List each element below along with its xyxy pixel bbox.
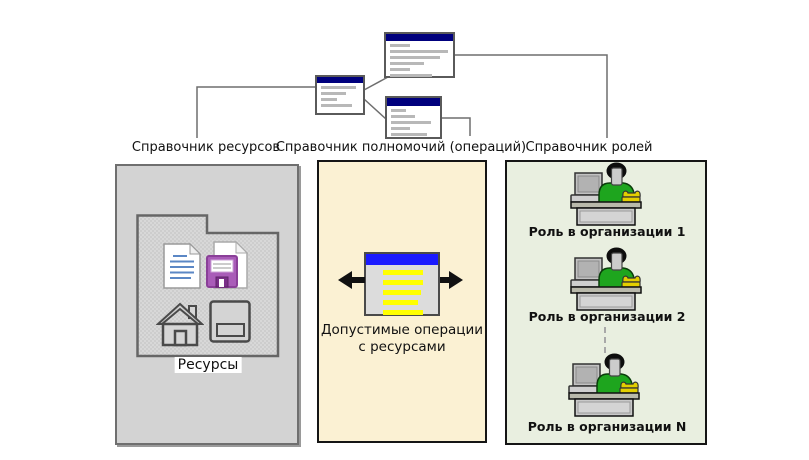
- text-line: [391, 127, 410, 130]
- text-line: [321, 86, 356, 89]
- direction-arrows: [338, 271, 463, 289]
- right-arrow-icon: [440, 271, 463, 289]
- button-icon: [209, 300, 251, 343]
- resources-caption: Ресурсы: [174, 357, 242, 373]
- person-at-desk-icon: [570, 162, 642, 226]
- role-label-1: Роль в организации 1: [528, 224, 686, 239]
- text-line: [390, 56, 440, 59]
- left-arrow-icon: [338, 271, 365, 289]
- record-card-icon-top: [384, 32, 455, 78]
- roles-directory-box: Роль в организации 1 Роль в организации …: [505, 160, 707, 445]
- highlight-line: [383, 300, 418, 305]
- text-line: [391, 115, 415, 118]
- text-line: [391, 109, 406, 112]
- operations-caption-line1: Допустимые операции: [320, 322, 484, 338]
- highlight-line: [383, 280, 423, 285]
- operations-caption: Допустимые операции с ресурсами: [321, 322, 483, 356]
- window-titlebar: [317, 77, 363, 83]
- text-line: [321, 104, 352, 107]
- record-card-icon-left: [315, 75, 365, 115]
- resources-directory-box: Ресурсы: [115, 164, 299, 445]
- text-line: [390, 62, 424, 65]
- operations-directory-box: Допустимые операции с ресурсами: [317, 160, 487, 443]
- role-label-2: Роль в организации 2: [528, 309, 686, 324]
- person-at-desk-icon: [568, 353, 640, 417]
- text-line: [390, 44, 410, 47]
- text-line: [390, 68, 410, 71]
- ellipsis-dashed-line: [604, 327, 606, 353]
- text-line: [390, 50, 448, 53]
- label-resources-directory: Справочник ресурсов: [131, 140, 281, 155]
- record-card-icon-lower: [385, 96, 442, 139]
- label-operations-directory: Справочник полномочий (операций): [275, 140, 527, 155]
- role-label-n: Роль в организации N: [527, 419, 687, 434]
- text-line: [321, 92, 346, 95]
- person-at-desk-icon: [570, 247, 642, 311]
- document-icon: [163, 243, 201, 289]
- operations-caption-line2: с ресурсами: [358, 339, 446, 355]
- label-roles-directory: Справочник ролей: [525, 140, 653, 155]
- highlight-line: [383, 290, 421, 295]
- house-icon: [156, 302, 204, 347]
- highlight-line: [383, 270, 423, 275]
- operations-window-icon: [364, 252, 440, 316]
- text-line: [321, 98, 337, 101]
- window-titlebar: [366, 254, 438, 265]
- floppy-disk-icon: [206, 241, 248, 289]
- text-line: [391, 121, 431, 124]
- text-line: [390, 74, 432, 77]
- window-titlebar: [387, 98, 440, 106]
- text-line: [391, 133, 427, 136]
- highlight-line: [383, 310, 423, 315]
- window-titlebar: [386, 34, 453, 41]
